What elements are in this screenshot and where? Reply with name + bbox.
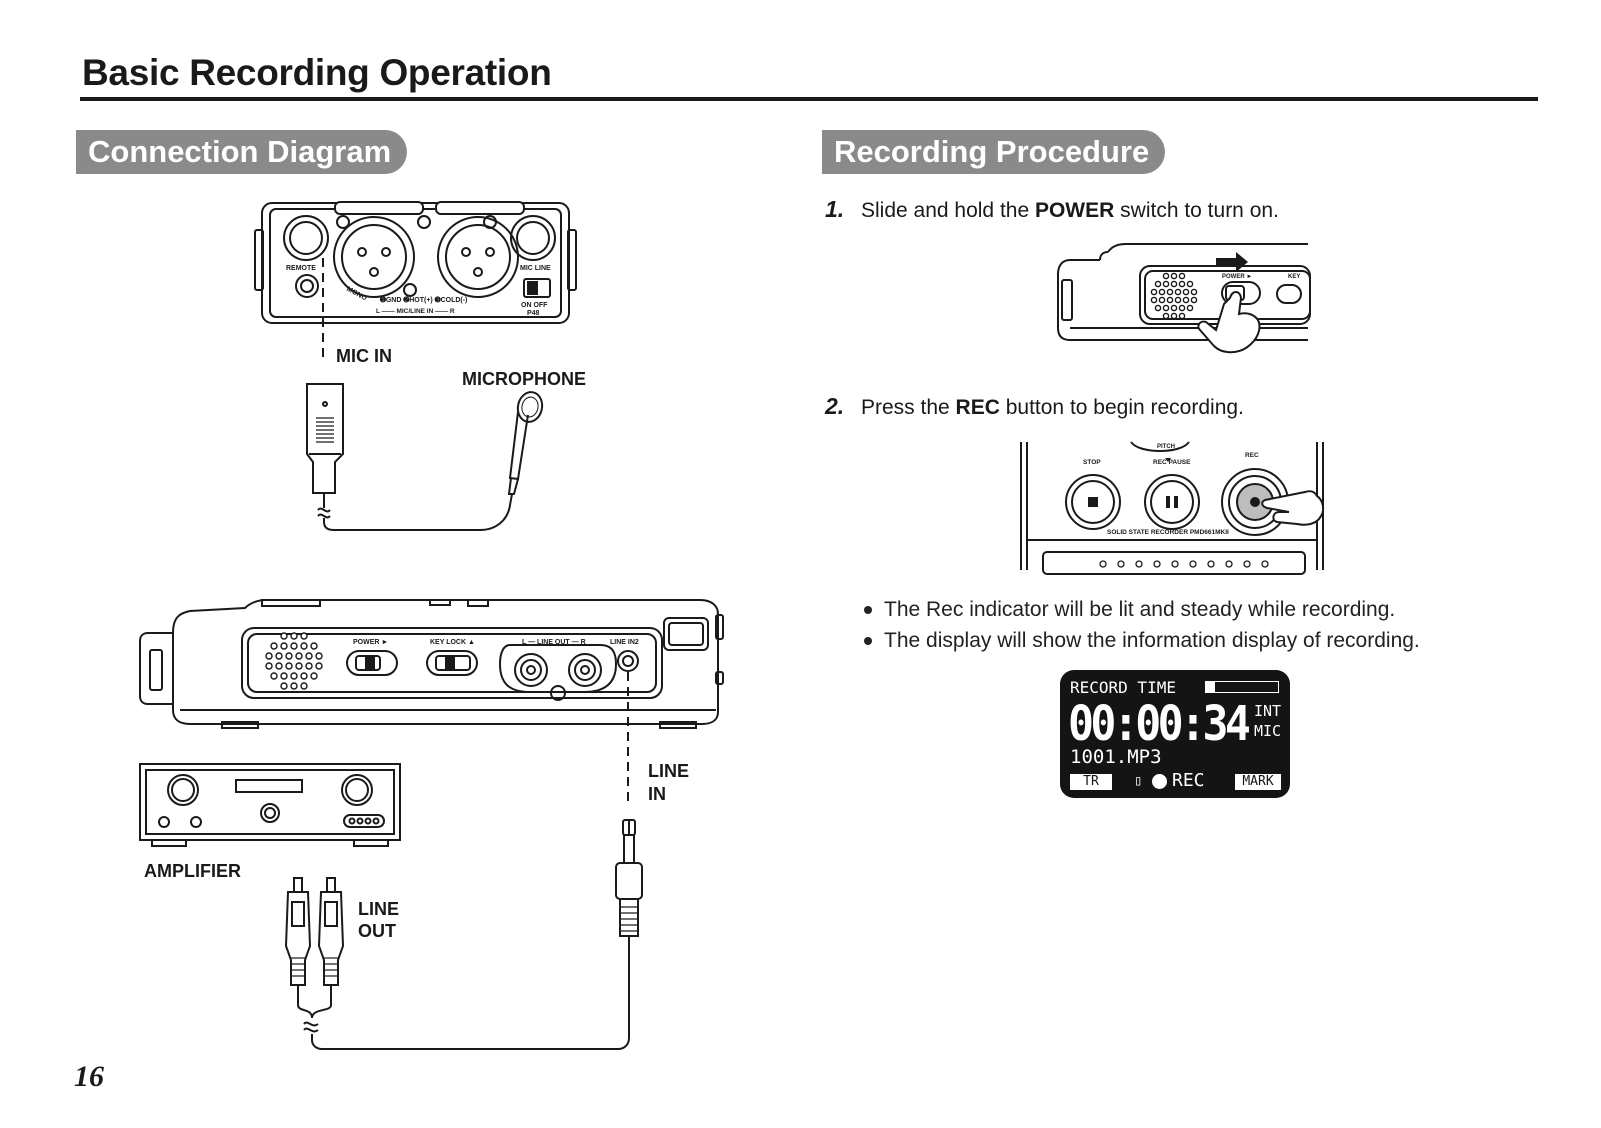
step-1-text-pre: Slide and hold the [861, 199, 1035, 222]
step-1-text-post: switch to turn on. [1114, 199, 1279, 222]
step-2-number: 2. [825, 393, 845, 419]
label-power-switch: POWER ► [353, 639, 388, 646]
speaker-grille-icon [1150, 272, 1198, 320]
notes-list: The Rec indicator will be lit and steady… [862, 594, 1420, 656]
rca-plug-left [284, 877, 312, 986]
label-remote: REMOTE [286, 265, 316, 272]
step-2-text-post: button to begin recording. [999, 396, 1244, 419]
section-heading-recording-procedure: Recording Procedure [822, 130, 1166, 174]
pointing-hand-icon [1261, 490, 1325, 526]
note-item: The Rec indicator will be lit and steady… [862, 594, 1420, 625]
title-rule [80, 97, 1538, 101]
lcd-display: RECORD TIME 00:00:34 INT MIC 1001.MP3 TR… [1060, 670, 1290, 798]
page-number: 16 [74, 1060, 104, 1093]
power-switch-illustration: POWER ► KEY [1057, 243, 1311, 354]
connection-diagram: REMOTE MIC LINE MONO ➊GND ➋HOT(+) ➌COLD(… [139, 201, 724, 1050]
label-pins: ➊GND ➋HOT(+) ➌COLD(-) [379, 296, 467, 304]
rec-dot-icon [1250, 497, 1260, 507]
lcd-rec: REC [1172, 770, 1205, 791]
label-mic-in: MIC IN [336, 346, 392, 366]
label-mic-line-in: L —— MIC/LINE IN —— R [376, 308, 455, 315]
pause-icon [1166, 496, 1170, 508]
lcd-time: 00:00:34 [1068, 696, 1251, 752]
label-stop: STOP [1083, 459, 1101, 466]
label-rec: REC [1245, 452, 1259, 459]
lcd-source-2: MIC [1254, 722, 1282, 740]
page-title: Basic Recording Operation [82, 52, 552, 93]
slide-arrow-icon [1216, 252, 1248, 272]
lcd-mark-badge: MARK [1235, 774, 1281, 790]
label-line-in2: LINE IN2 [610, 639, 639, 646]
step-2-text-bold: REC [955, 396, 1000, 419]
recorder-top-panel [254, 201, 577, 324]
step-2-text-pre: Press the [861, 396, 956, 419]
note-item: The display will show the information di… [862, 625, 1420, 656]
pitch-arrow-icon [1165, 458, 1171, 462]
section-heading-connection-diagram: Connection Diagram [76, 130, 408, 174]
record-dot-icon [1152, 774, 1167, 789]
label-pitch: PITCH [1157, 444, 1175, 450]
label-mic-line: MIC LINE [520, 265, 551, 272]
step-2: 2. Press the REC button to begin recordin… [825, 393, 1244, 420]
label-on-off: ON OFF [521, 302, 548, 309]
label-power-switch-closeup: POWER ► [1222, 274, 1252, 280]
lcd-record-time: RECORD TIME [1070, 678, 1176, 697]
rca-plug-right [317, 877, 345, 986]
label-p48: P48 [527, 310, 540, 317]
battery-icon: ▯ [1134, 773, 1143, 789]
label-rec-pause: REC PAUSE [1153, 459, 1191, 466]
lcd-file-name: 1001.MP3 [1070, 746, 1162, 768]
lcd-level-bar [1205, 681, 1279, 693]
amplifier-device [139, 763, 401, 847]
step-1-number: 1. [825, 196, 845, 222]
label-key-closeup: KEY [1288, 274, 1300, 280]
lcd-source-1: INT [1254, 702, 1282, 720]
rec-button-illustration: PITCH STOP REC PAUSE REC SOLID STATE REC… [1020, 441, 1325, 575]
label-line-out-jacks: L — LINE OUT — R [522, 639, 586, 646]
step-1-text-bold: POWER [1034, 199, 1115, 222]
stop-icon [1088, 497, 1098, 507]
step-1: 1. Slide and hold the POWER switch to tur… [825, 196, 1279, 223]
recorder-side-view [139, 599, 724, 729]
label-amplifier: AMPLIFIER [144, 861, 241, 881]
pointing-hand-icon [1197, 291, 1261, 354]
speaker-grille-side [265, 632, 323, 690]
label-key-lock: KEY LOCK ▲ [430, 639, 475, 646]
lcd-tr-badge: TR [1070, 774, 1112, 790]
label-microphone: MICROPHONE [462, 369, 586, 389]
label-model: SOLID STATE RECORDER PMD661MKII [1107, 529, 1229, 536]
